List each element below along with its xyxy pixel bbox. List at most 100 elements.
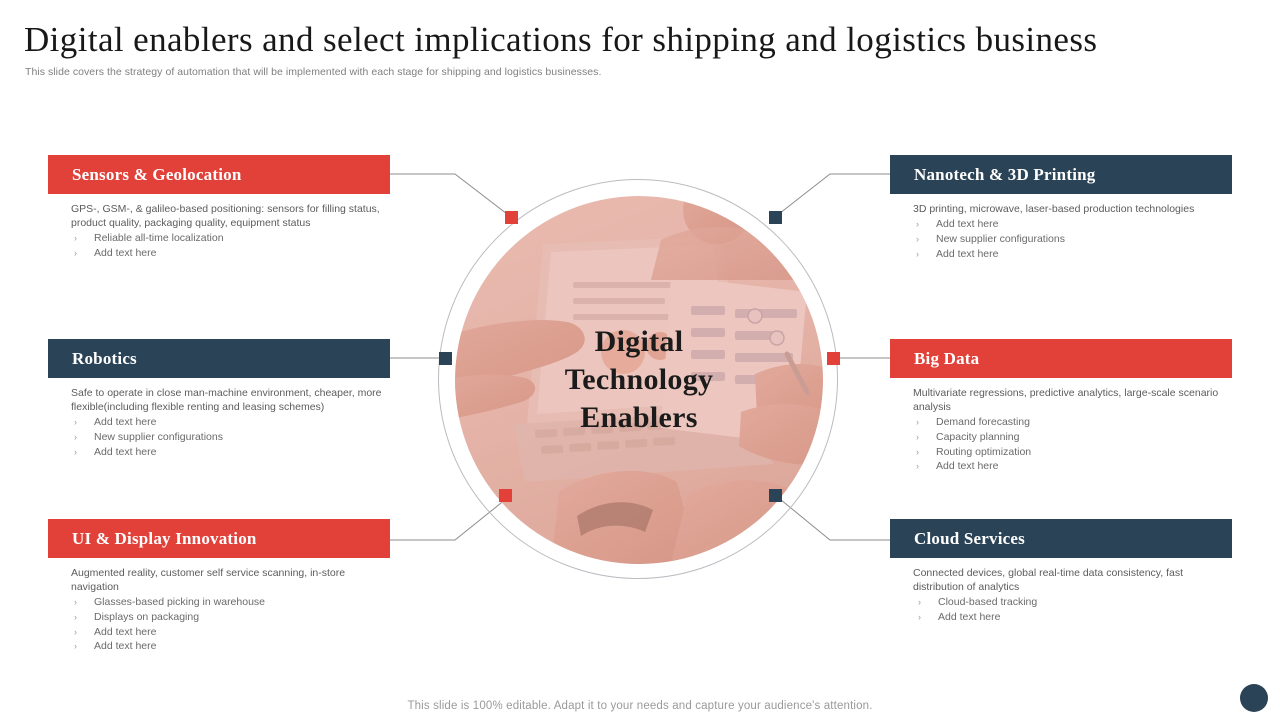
card-bullets-robotics: › Add text here › New supplier configurati…: [71, 415, 390, 459]
hub-title-line2: Technology: [564, 363, 714, 396]
list-item: › Add text here: [71, 415, 390, 430]
list-item: › New supplier configurations: [71, 430, 390, 445]
chevron-right-icon: ›: [74, 247, 77, 258]
list-item: › Add text here: [913, 459, 1232, 474]
list-item-label: Glasses-based picking in warehouse: [94, 596, 266, 608]
card-ui-display-innovation[interactable]: UI & Display Innovation Augmented realit…: [48, 519, 390, 654]
card-body-ui-display-innovation: Augmented reality, customer self service…: [48, 558, 390, 654]
list-item: › Add text here: [71, 625, 390, 640]
card-bullets-cloud-services: › Cloud-based tracking › Add text here: [913, 595, 1232, 625]
list-item-label: Add text here: [94, 416, 157, 428]
card-lead-sensors-geolocation: GPS-, GSM-, & galileo-based positioning:…: [71, 203, 380, 229]
chevron-right-icon: ›: [916, 431, 919, 442]
chevron-right-icon: ›: [74, 233, 77, 243]
card-bullets-nanotech-3d-printing: › Add text here › New supplier configurati…: [913, 217, 1232, 261]
hub-title-line1: Digital: [594, 325, 684, 358]
card-title-sensors-geolocation: Sensors & Geolocation: [48, 155, 390, 194]
card-lead-robotics: Safe to operate in close man-machine env…: [71, 387, 382, 413]
list-item: › Add text here: [913, 217, 1232, 232]
card-title-robotics: Robotics: [48, 339, 390, 378]
card-sensors-geolocation[interactable]: Sensors & Geolocation GPS-, GSM-, & gali…: [48, 155, 390, 261]
chevron-right-icon: ›: [916, 233, 919, 244]
list-item-label: Capacity planning: [936, 430, 1020, 443]
list-item: › Add text here: [915, 610, 1232, 625]
list-item: › Cloud-based tracking: [915, 595, 1232, 610]
list-item-label: Demand forecasting: [936, 416, 1030, 428]
center-hub: Digital Technology Enablers: [438, 179, 838, 579]
list-item-label: Displays on packaging: [94, 610, 200, 623]
chevron-right-icon: ›: [74, 446, 77, 457]
list-item-label: Add text here: [94, 640, 157, 653]
card-title-big-data: Big Data: [890, 339, 1232, 378]
card-body-sensors-geolocation: GPS-, GSM-, & galileo-based positioning:…: [48, 194, 390, 261]
page-title: Digital enablers and select implications…: [24, 20, 1098, 59]
list-item: › Routing optimization: [913, 445, 1232, 460]
chevron-right-icon: ›: [918, 611, 921, 622]
connector-node-nanotech-3d-printing: [769, 211, 782, 224]
list-item-label: Add text here: [94, 625, 157, 638]
list-item: › Glasses-based picking in warehouse: [71, 595, 390, 610]
chevron-right-icon: ›: [74, 597, 77, 607]
chevron-right-icon: ›: [916, 461, 919, 472]
chevron-right-icon: ›: [74, 431, 77, 442]
card-nanotech-3d-printing[interactable]: Nanotech & 3D Printing 3D printing, micr…: [890, 155, 1232, 261]
list-item-label: Cloud-based tracking: [938, 596, 1038, 608]
connector-node-big-data: [827, 352, 840, 365]
card-bullets-big-data: › Demand forecasting › Capacity planning ›…: [913, 415, 1232, 474]
card-bullets-ui-display-innovation: › Glasses-based picking in warehouse › Dis…: [71, 595, 390, 654]
list-item: › Reliable all-time localization: [71, 231, 390, 246]
chevron-right-icon: ›: [74, 641, 77, 652]
list-item-label: Add text here: [94, 246, 157, 259]
chevron-right-icon: ›: [916, 248, 919, 259]
chevron-right-icon: ›: [74, 417, 77, 427]
card-body-robotics: Safe to operate in close man-machine env…: [48, 378, 390, 459]
card-title-nanotech-3d-printing: Nanotech & 3D Printing: [890, 155, 1232, 194]
card-lead-nanotech-3d-printing: 3D printing, microwave, laser-based prod…: [913, 203, 1195, 215]
chevron-right-icon: ›: [916, 417, 919, 427]
card-big-data[interactable]: Big Data Multivariate regressions, predi…: [890, 339, 1232, 474]
card-title-ui-display-innovation: UI & Display Innovation: [48, 519, 390, 558]
card-lead-ui-display-innovation: Augmented reality, customer self service…: [71, 567, 346, 593]
list-item: › Add text here: [71, 639, 390, 654]
hub-outer-ring: [438, 179, 838, 579]
chevron-right-icon: ›: [916, 219, 919, 229]
list-item-label: New supplier configurations: [936, 232, 1065, 245]
connector-node-robotics: [439, 352, 452, 365]
list-item: › Demand forecasting: [913, 415, 1232, 430]
chevron-right-icon: ›: [918, 597, 921, 607]
hub-title-line3: Enablers: [580, 401, 698, 434]
hub-photo-tint: [455, 196, 823, 564]
connector-node-cloud-services: [769, 489, 782, 502]
list-item: › Capacity planning: [913, 430, 1232, 445]
card-robotics[interactable]: Robotics Safe to operate in close man-ma…: [48, 339, 390, 459]
card-cloud-services[interactable]: Cloud Services Connected devices, global…: [890, 519, 1232, 625]
card-lead-big-data: Multivariate regressions, predictive ana…: [913, 387, 1219, 413]
card-body-big-data: Multivariate regressions, predictive ana…: [890, 378, 1232, 474]
list-item-label: Add text here: [938, 610, 1001, 623]
page-subtitle: This slide covers the strategy of automa…: [25, 66, 602, 78]
connector-node-ui-display-innovation: [499, 489, 512, 502]
corner-dot-decoration: [1240, 684, 1268, 712]
card-lead-cloud-services: Connected devices, global real-time data…: [913, 567, 1184, 593]
list-item: › Add text here: [71, 246, 390, 261]
card-body-nanotech-3d-printing: 3D printing, microwave, laser-based prod…: [890, 194, 1232, 261]
list-item-label: Add text here: [94, 445, 157, 458]
card-title-cloud-services: Cloud Services: [890, 519, 1232, 558]
list-item: › Add text here: [913, 247, 1232, 262]
chevron-right-icon: ›: [74, 611, 77, 622]
list-item-label: Add text here: [936, 460, 999, 473]
list-item: › Displays on packaging: [71, 610, 390, 625]
list-item-label: New supplier configurations: [94, 430, 223, 443]
list-item-label: Reliable all-time localization: [94, 232, 224, 244]
card-body-cloud-services: Connected devices, global real-time data…: [890, 558, 1232, 625]
footer-note: This slide is 100% editable. Adapt it to…: [407, 700, 873, 712]
connector-node-sensors-geolocation: [505, 211, 518, 224]
hub-title: Digital Technology Enablers: [455, 196, 823, 564]
list-item: › Add text here: [71, 445, 390, 460]
chevron-right-icon: ›: [74, 626, 77, 637]
chevron-right-icon: ›: [916, 446, 919, 457]
list-item-label: Add text here: [936, 247, 999, 260]
list-item-label: Routing optimization: [936, 445, 1032, 458]
list-item-label: Add text here: [936, 218, 999, 230]
